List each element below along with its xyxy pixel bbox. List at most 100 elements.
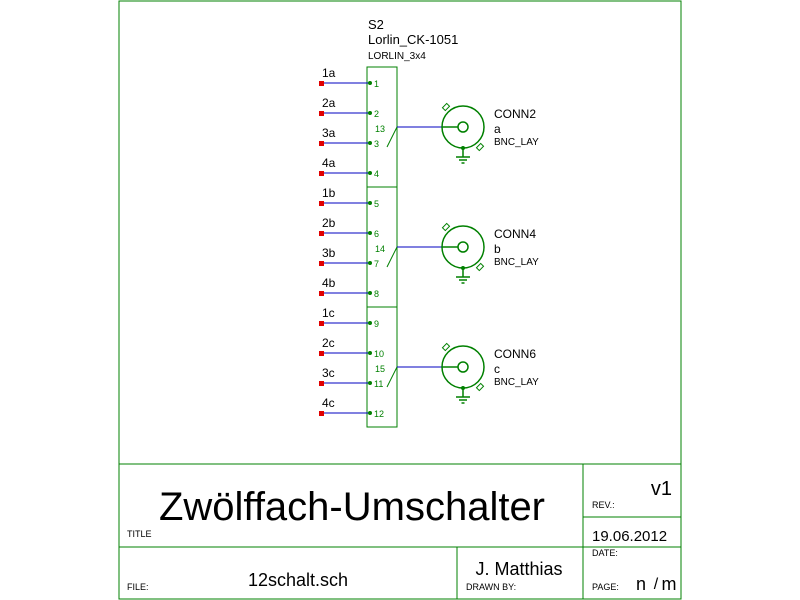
- pin-dot: [368, 111, 372, 115]
- switch-ref: S2: [368, 17, 384, 32]
- ground-dot: [461, 386, 465, 390]
- pin-dot: [368, 171, 372, 175]
- net-label: 2c: [322, 336, 335, 350]
- title-label: TITLE: [127, 529, 152, 539]
- net-label: 3b: [322, 246, 336, 260]
- bnc-notch: [475, 142, 485, 152]
- switch-pins: 1a 1 2a 2 3a 3 4a 4 1b 5 2b 6 3b 7 4b 8 1c 9 2c 10 3c 11 4c 12: [319, 66, 384, 419]
- title-block: [119, 463, 681, 599]
- connector-value: c: [494, 362, 500, 376]
- net-label: 4c: [322, 396, 335, 410]
- pin-number: 1: [374, 79, 379, 89]
- net-label: 4a: [322, 156, 336, 170]
- pin-number: 7: [374, 259, 379, 269]
- connector-footprint: BNC_LAY: [494, 257, 539, 268]
- file-name: 12schalt.sch: [248, 570, 348, 590]
- ground-dot: [461, 146, 465, 150]
- pin-dot: [368, 261, 372, 265]
- net-label: 2a: [322, 96, 336, 110]
- net-label: 1c: [322, 306, 335, 320]
- wiper-arm: [386, 366, 442, 388]
- pin-number: 6: [374, 229, 379, 239]
- pin-dot: [368, 351, 372, 355]
- bnc-center: [457, 241, 469, 253]
- common-pin-number: 15: [375, 364, 385, 374]
- connector-footprint: BNC_LAY: [494, 377, 539, 388]
- connector-ref: CONN2: [494, 107, 536, 121]
- bnc-notch: [441, 222, 451, 232]
- page-count: m: [662, 574, 677, 594]
- pin-dot: [368, 231, 372, 235]
- wiper-arm: [386, 126, 442, 148]
- connector-value: b: [494, 242, 501, 256]
- pin-number: 2: [374, 109, 379, 119]
- net-terminal: [319, 111, 324, 116]
- net-terminal: [319, 141, 324, 146]
- common-pin-number: 13: [375, 124, 385, 134]
- connector-ref: CONN6: [494, 347, 536, 361]
- wiper-arm: [386, 246, 442, 268]
- pin-dot: [368, 201, 372, 205]
- author-name: J. Matthias: [475, 559, 562, 579]
- switch-wipers: 13 14 15: [375, 124, 442, 388]
- net-terminal: [319, 201, 324, 206]
- sheet-frame: [118, 0, 682, 600]
- net-terminal: [319, 231, 324, 236]
- pin-number: 8: [374, 289, 379, 299]
- switch-footprint: LORLIN_3x4: [368, 51, 426, 62]
- pin-number: 3: [374, 139, 379, 149]
- net-terminal: [319, 171, 324, 176]
- date-value: 19.06.2012: [592, 528, 667, 545]
- pin-number: 11: [374, 379, 383, 389]
- net-terminal: [319, 381, 324, 386]
- pin-dot: [368, 321, 372, 325]
- net-label: 2b: [322, 216, 336, 230]
- pin-dot: [368, 381, 372, 385]
- pin-number: 12: [374, 409, 384, 419]
- net-terminal: [319, 291, 324, 296]
- ground-dot: [461, 266, 465, 270]
- connector-ref: CONN4: [494, 227, 536, 241]
- net-terminal: [319, 351, 324, 356]
- net-label: 1a: [322, 66, 336, 80]
- revision-label: REV.:: [592, 500, 615, 510]
- pin-number: 4: [374, 169, 379, 179]
- net-terminal: [319, 411, 324, 416]
- net-terminal: [319, 81, 324, 86]
- pin-number: 9: [374, 319, 379, 329]
- net-label: 3a: [322, 126, 336, 140]
- bnc-notch: [441, 342, 451, 352]
- revision-value: v1: [651, 478, 672, 500]
- net-terminal: [319, 261, 324, 266]
- bnc-notch: [441, 102, 451, 112]
- pin-dot: [368, 81, 372, 85]
- sheet-title: Zwölffach-Umschalter: [159, 485, 545, 529]
- drawn-by-label: DRAWN BY:: [466, 582, 516, 592]
- bnc-center: [457, 361, 469, 373]
- bnc-center: [457, 121, 469, 133]
- pin-number: 5: [374, 199, 379, 209]
- net-terminal: [319, 321, 324, 326]
- common-pin-number: 14: [375, 244, 385, 254]
- pin-number: 10: [374, 349, 384, 359]
- net-label: 4b: [322, 276, 336, 290]
- net-label: 3c: [322, 366, 335, 380]
- page-separator: /: [654, 576, 659, 593]
- bnc-notch: [475, 382, 485, 392]
- bnc-notch: [475, 262, 485, 272]
- pin-dot: [368, 291, 372, 295]
- pin-dot: [368, 141, 372, 145]
- page-number: n: [636, 574, 646, 594]
- connector-footprint: BNC_LAY: [494, 137, 539, 148]
- pin-dot: [368, 411, 372, 415]
- connector-value: a: [494, 122, 501, 136]
- file-label: FILE:: [127, 582, 149, 592]
- date-label: DATE:: [592, 548, 618, 558]
- net-label: 1b: [322, 186, 336, 200]
- page-label: PAGE:: [592, 582, 619, 592]
